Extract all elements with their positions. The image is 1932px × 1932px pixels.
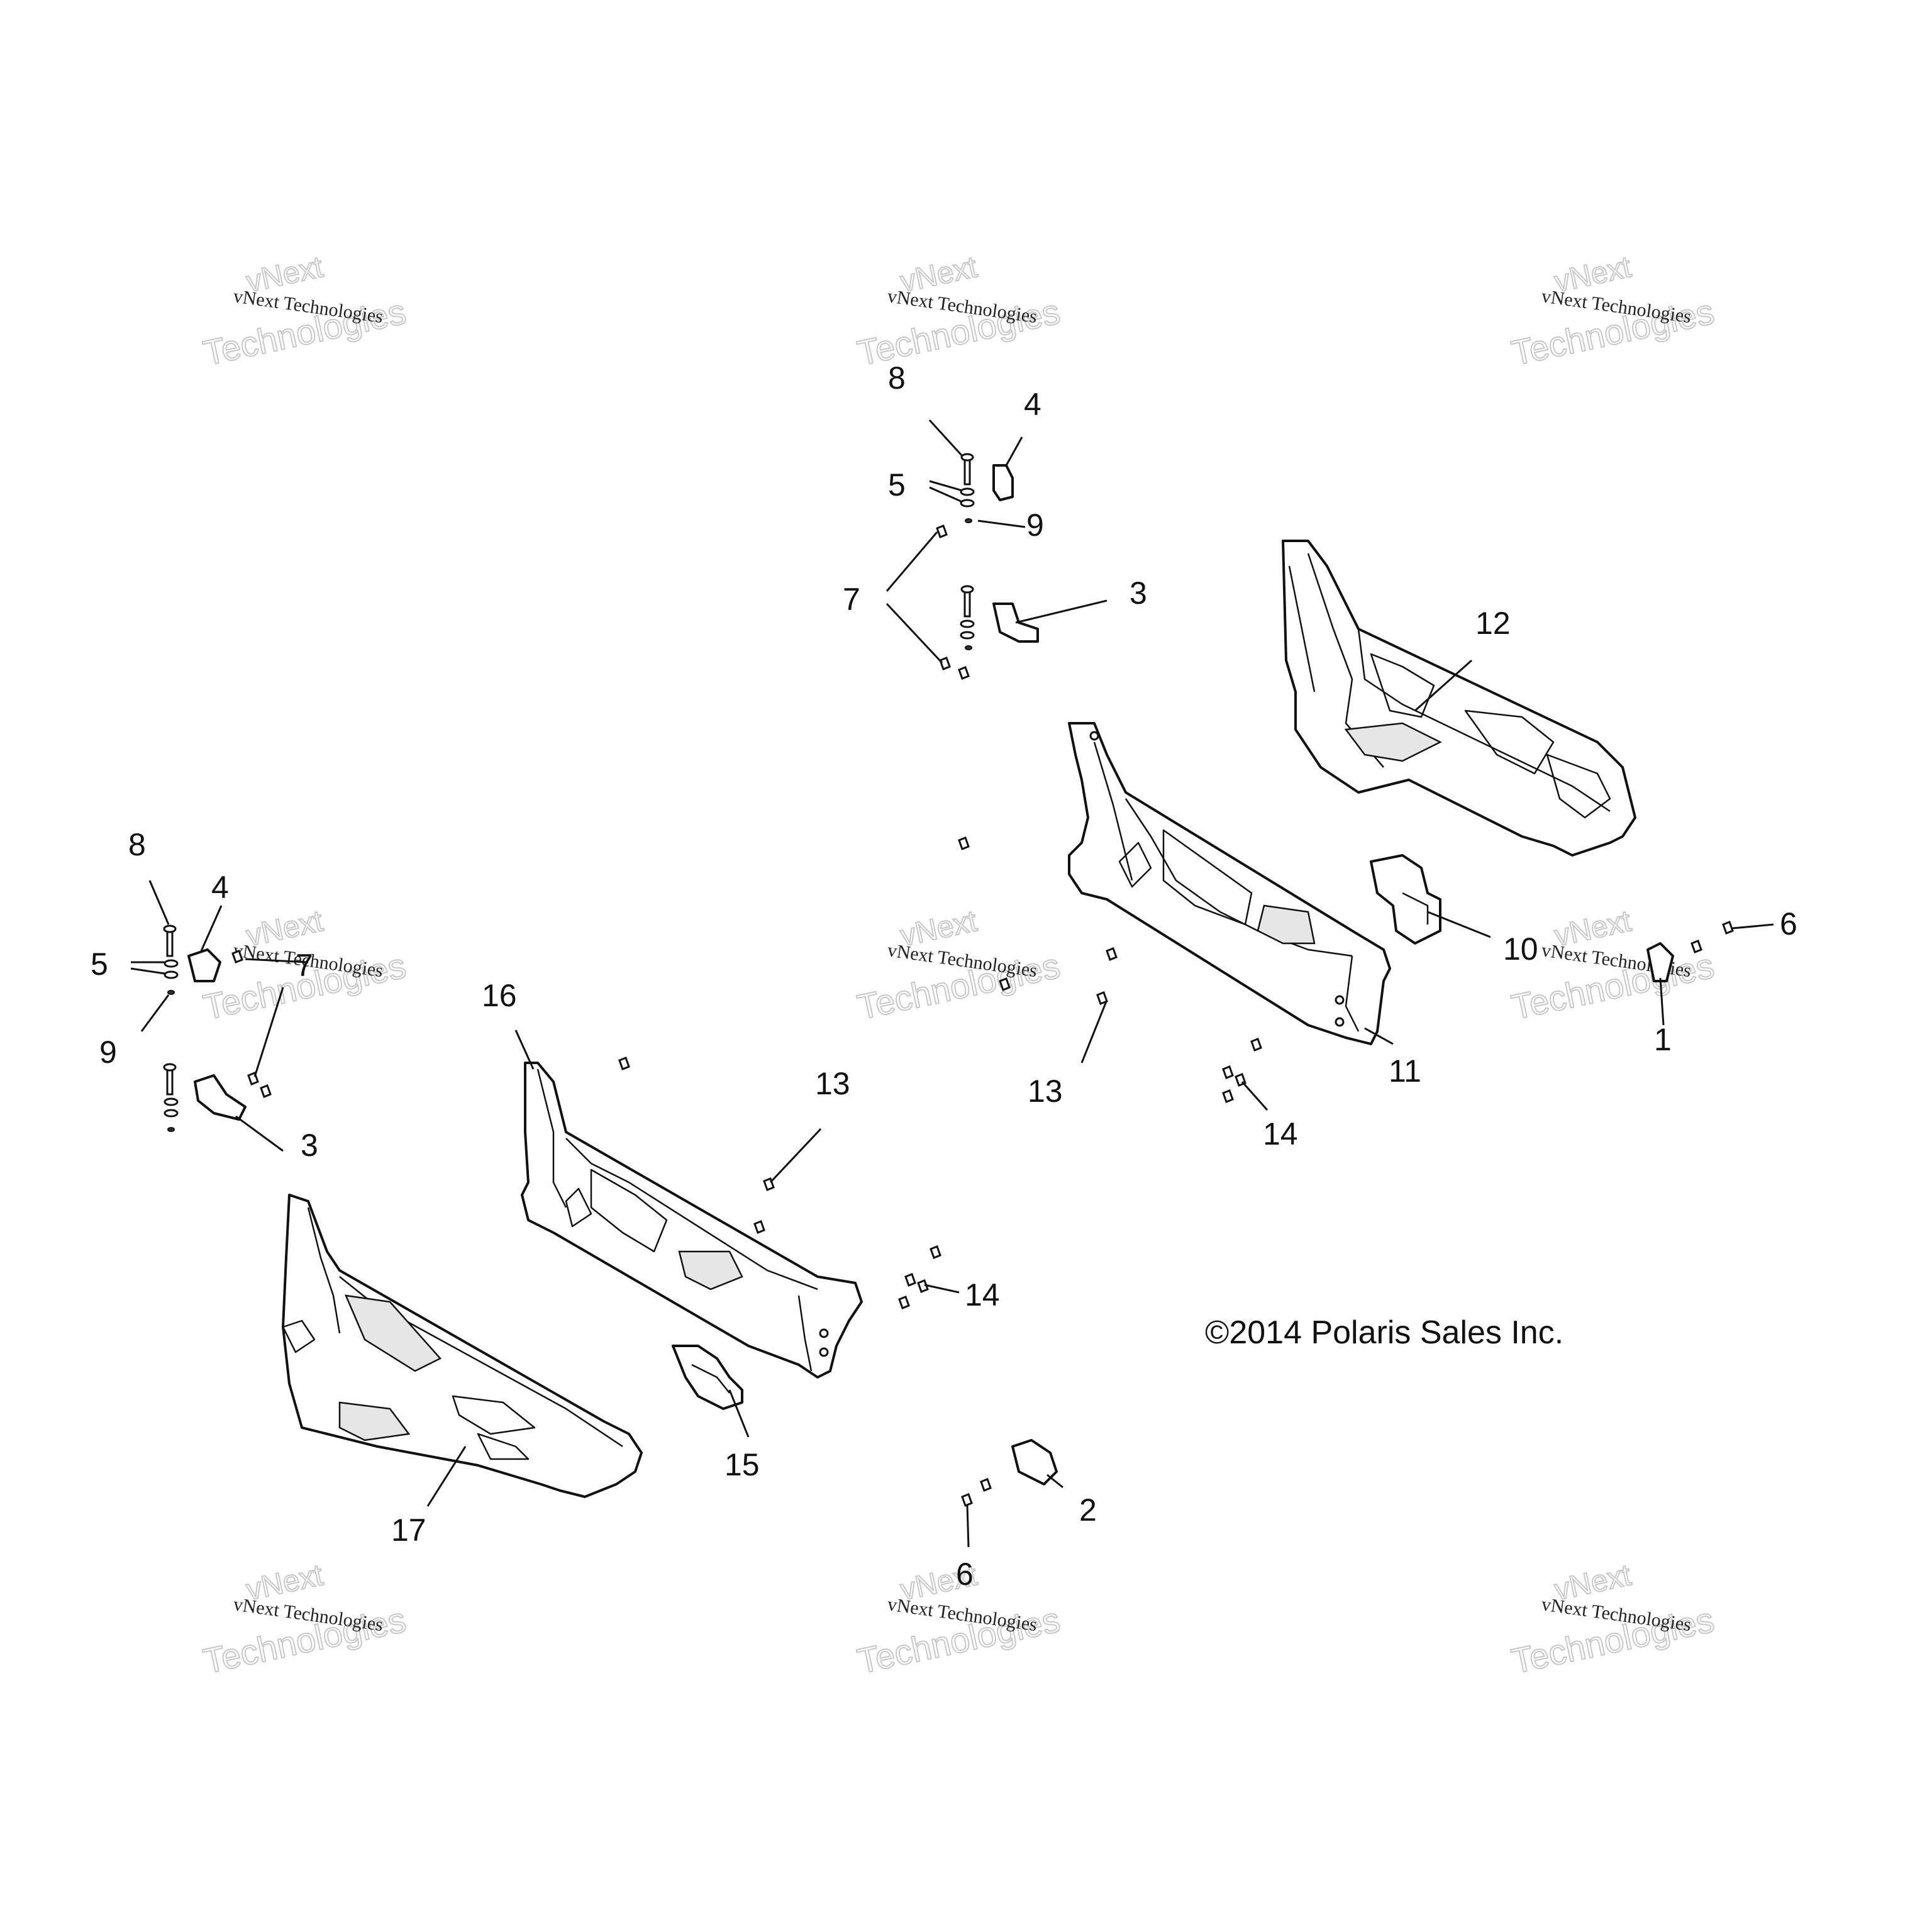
washer	[164, 959, 179, 968]
callout-16: 16	[482, 978, 517, 1013]
washer	[164, 1109, 179, 1118]
callout-13: 13	[815, 1066, 850, 1101]
fasteners	[618, 836, 1734, 1507]
callout-6: 6	[1780, 906, 1797, 941]
callout-9: 9	[1026, 508, 1044, 543]
callout-13: 13	[1028, 1074, 1063, 1109]
callout-17: 17	[391, 1513, 426, 1548]
part-11-rear-door-frame	[1068, 722, 1391, 1045]
callout-5: 5	[91, 947, 108, 982]
part-15-front-latch	[672, 1345, 743, 1410]
screw	[958, 836, 970, 850]
mount-hole	[1335, 995, 1345, 1005]
callout-6: 6	[956, 1557, 974, 1592]
mount-hole	[1089, 731, 1099, 741]
screw	[936, 525, 948, 538]
nut	[965, 518, 972, 523]
part-12-rear-door-panel	[1282, 540, 1636, 857]
hinge-bolt	[166, 930, 174, 957]
part-2-bracket	[1011, 1439, 1058, 1485]
screw	[904, 1273, 916, 1287]
mount-hole	[819, 1347, 829, 1357]
callout-11: 11	[1389, 1053, 1421, 1089]
copyright-notice: ©2014 Polaris Sales Inc.	[1205, 1314, 1563, 1351]
hinge-bolt	[166, 1068, 174, 1096]
lower-hinge-bracket	[194, 1074, 247, 1121]
callout-4: 4	[211, 870, 229, 905]
callouts: 1 2 3 3 4 4 5 5 6 6 7 7 8 8 9 9 10 11 12…	[91, 360, 1797, 1592]
leader-lines	[130, 419, 1774, 1548]
screw	[1722, 921, 1734, 935]
washer	[164, 1097, 179, 1106]
callout-3: 3	[301, 1128, 318, 1163]
callout-15: 15	[724, 1447, 760, 1482]
callout-14: 14	[1263, 1116, 1298, 1152]
mount-hole	[819, 1328, 829, 1338]
hinge-hardware-left	[163, 924, 272, 1132]
hinge-bolt-head	[163, 924, 177, 933]
screw	[260, 1084, 272, 1098]
screw	[1222, 1065, 1234, 1079]
screw	[1250, 1038, 1262, 1052]
callout-8: 8	[128, 827, 146, 862]
callout-2: 2	[1079, 1492, 1097, 1528]
callout-4: 4	[1024, 387, 1041, 422]
washer	[960, 631, 975, 640]
callout-7: 7	[296, 948, 313, 983]
screw	[753, 1220, 765, 1234]
callout-1: 1	[1654, 1022, 1672, 1057]
upper-hinge-bracket	[992, 464, 1014, 501]
screw	[247, 1072, 259, 1085]
hinge-bolt	[963, 458, 971, 486]
callout-14: 14	[965, 1277, 1000, 1313]
callout-8: 8	[888, 360, 906, 396]
callout-7: 7	[843, 582, 860, 617]
nut	[167, 990, 175, 995]
screw	[961, 1493, 973, 1507]
washer	[960, 487, 975, 496]
watermarks: vNext Technologies vNext Technologies vN…	[199, 250, 1718, 1682]
screw	[618, 1057, 630, 1070]
upper-hinge-bracket	[187, 948, 221, 982]
nut	[167, 1127, 175, 1132]
screw	[917, 1279, 929, 1293]
callout-12: 12	[1475, 606, 1511, 641]
washer	[960, 499, 975, 508]
screw	[1690, 940, 1702, 953]
nut	[965, 645, 972, 650]
screw	[939, 657, 951, 670]
hinge-hardware-top	[936, 453, 1039, 680]
callout-9: 9	[99, 1035, 117, 1070]
screw	[231, 950, 243, 963]
screw	[930, 1245, 941, 1259]
screw	[958, 666, 970, 680]
washer	[960, 619, 975, 628]
part-10-rear-latch	[1370, 854, 1441, 945]
screw	[1106, 947, 1118, 961]
screw	[999, 977, 1011, 991]
hinge-bolt-head	[960, 453, 974, 462]
screw	[898, 1296, 910, 1309]
callout-3: 3	[1130, 575, 1147, 611]
screw	[1222, 1089, 1234, 1103]
hinge-bolt	[963, 590, 971, 618]
hinge-bolt-head	[163, 1063, 177, 1072]
part-1-bracket	[1646, 942, 1674, 982]
callout-10: 10	[1503, 931, 1538, 967]
callout-5: 5	[888, 467, 906, 502]
hinge-bolt-head	[960, 585, 974, 594]
screw	[980, 1478, 992, 1492]
washer	[164, 970, 179, 979]
mount-hole	[1335, 1017, 1345, 1027]
part-16-front-door-frame	[521, 1062, 863, 1379]
part-17-front-door-panel	[282, 1194, 643, 1498]
